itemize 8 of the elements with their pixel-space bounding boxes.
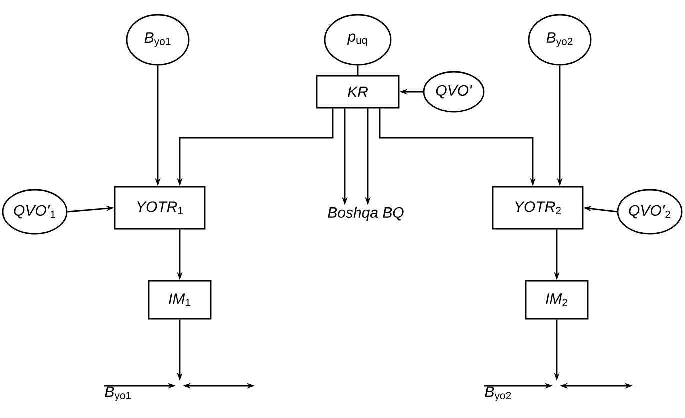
process-box: KR: [316, 75, 400, 109]
process-box: IM$_{1}$: [148, 280, 212, 320]
node-label: B$_{yo1}$: [105, 386, 132, 402]
process-box: YOTR$_{1}$: [114, 186, 206, 230]
node-label: B$_{yo2}$: [485, 386, 512, 402]
process-box: IM$_{2}$: [525, 280, 589, 320]
node-label: Boshqa BQ: [328, 207, 404, 221]
process-box: YOTR$_{2}$: [492, 186, 584, 230]
